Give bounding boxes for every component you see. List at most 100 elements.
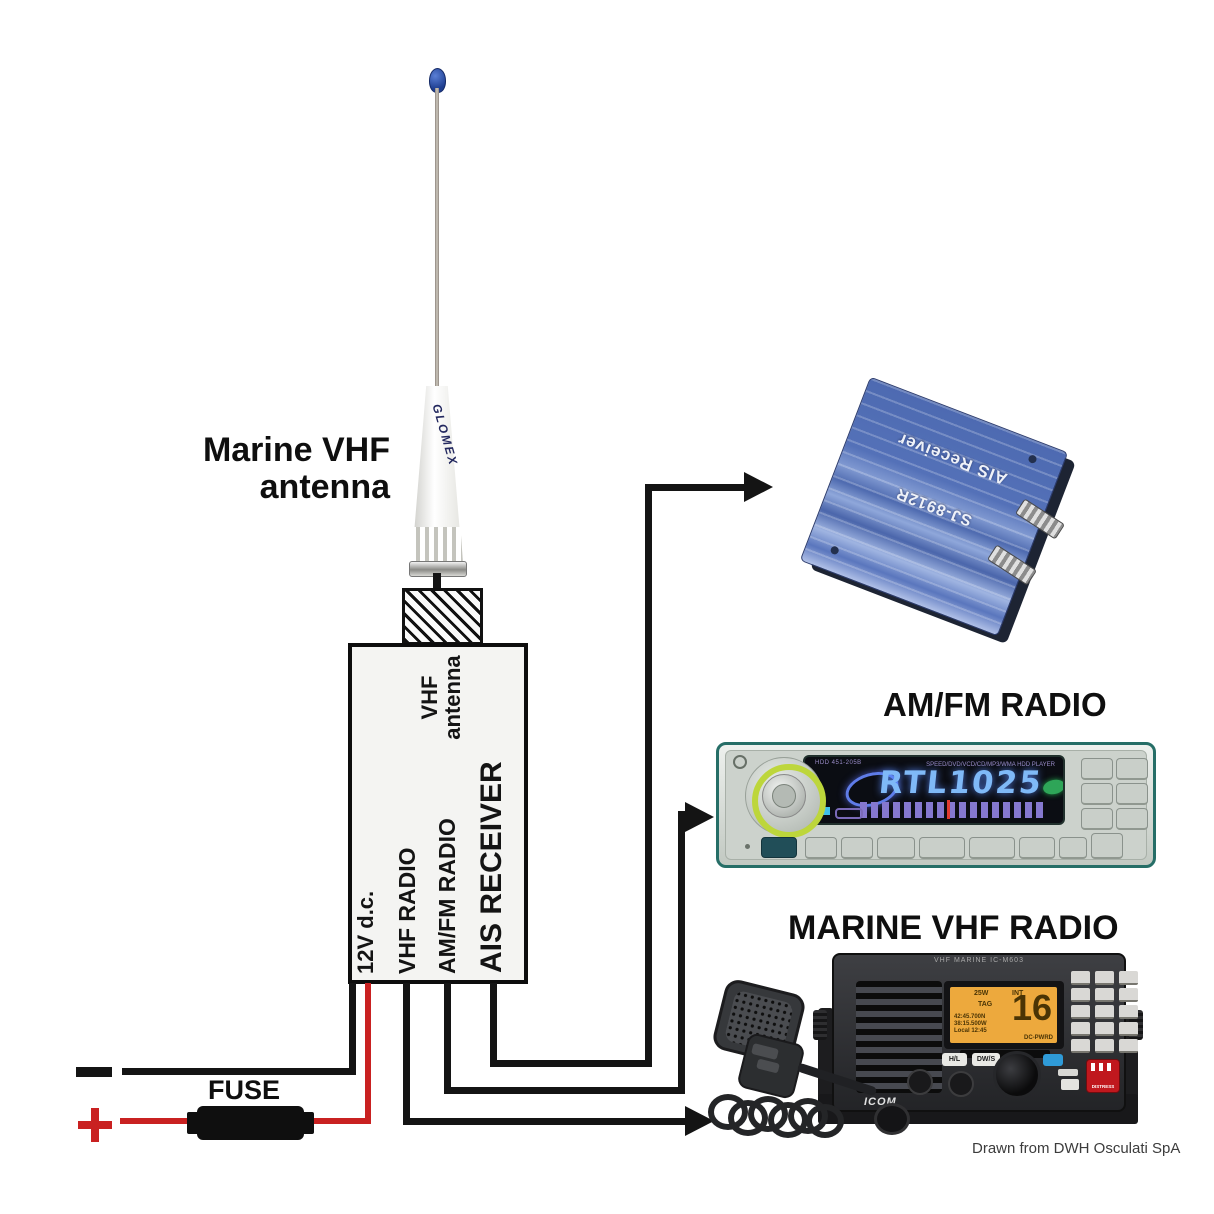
vhf-btn-hl: H/L (942, 1053, 967, 1066)
stereo-power-button (772, 784, 796, 808)
stereo-display: HDD 451-205B SPEED/DVD/VCD/CD/MP3/WMA HD… (803, 755, 1065, 825)
antenna-feed-stub (433, 573, 441, 590)
vhf-bracket-knob-left (813, 1010, 827, 1040)
minus-symbol (76, 1067, 112, 1077)
vhf-radio-body: VHF MARINE IC-M603 ICOM 25W INT TAG 16 4… (832, 953, 1138, 1135)
stereo-display-banner: SPEED/DVD/VCD/CD/MP3/WMA HDD PLAYER (926, 762, 1055, 768)
amfm-title: AM/FM RADIO (883, 686, 1107, 723)
stereo-knob-lime-ring (752, 764, 826, 838)
vhf-key (1071, 971, 1090, 985)
stereo-btn-up (1081, 783, 1113, 805)
vhf-keypad (1071, 971, 1141, 1057)
wire-amfm-horizontal (444, 1087, 685, 1094)
splitter-antenna-port-label: VHF antenna (417, 650, 465, 745)
splitter-antenna-port-line1: VHF (417, 675, 442, 720)
wire-positive-vertical (365, 983, 371, 1123)
vhf-distress-label: DISTRESS (1091, 1084, 1115, 1089)
wire-ais-horizontal-low (490, 1060, 652, 1067)
splitter-antenna-port-line2: antenna (440, 655, 465, 740)
vhf-channel-knob (993, 1051, 1041, 1099)
wire-vhf-horizontal (403, 1118, 687, 1125)
ais-unit-screw (829, 545, 840, 556)
vhf-key (1071, 1022, 1090, 1036)
antenna-whip (435, 88, 439, 388)
stereo-reset-dot (745, 844, 750, 849)
ais-unit-screw (1027, 453, 1038, 465)
vhf-key (1095, 988, 1114, 1002)
stereo-display-model: HDD 451-205B (815, 760, 862, 766)
stereo-btn-6 (1019, 837, 1055, 859)
amfm-radio-unit: HDD 451-205B SPEED/DVD/VCD/CD/MP3/WMA HD… (716, 742, 1156, 868)
stereo-btn-2 (841, 837, 873, 859)
vhf-key (1119, 988, 1138, 1002)
arrow-to-ais-unit (744, 472, 773, 502)
vhf-lcd-position: 42:45.700N 38:15.500W Local 12:45 (954, 1014, 987, 1035)
vhf-lcd: 25W INT TAG 16 42:45.700N 38:15.500W Loc… (950, 987, 1057, 1043)
vhf-title: MARINE VHF RADIO (788, 909, 1119, 947)
vhf-key (1071, 988, 1090, 1002)
wire-amfm-vertical (444, 983, 451, 1094)
vhf-key (1119, 971, 1138, 985)
stereo-btn-mute (1081, 758, 1113, 780)
deck-gland-block (402, 588, 483, 645)
vhf-mic-socket (874, 1103, 910, 1135)
stereo-btn-disp (1081, 808, 1113, 830)
splitter-title-label: AIS RECEIVER (475, 761, 508, 973)
stereo-green-indicator (1041, 777, 1063, 797)
stereo-eject-icon (733, 755, 747, 769)
vhf-key (1119, 1039, 1138, 1053)
wire-negative-horizontal (122, 1068, 356, 1075)
stereo-btn-band (1116, 758, 1148, 780)
fuse-body (197, 1106, 304, 1140)
vhf-lcd-time: Local 12:45 (954, 1028, 987, 1034)
splitter-port-power-label: 12V d.c. (353, 890, 378, 974)
vhf-btn-dw: DW/S (972, 1053, 1000, 1066)
antenna-title-line2: antenna (259, 468, 390, 506)
vhf-key (1071, 1039, 1090, 1053)
stereo-frequency-readout: RTL1025 (877, 765, 1045, 801)
vhf-lcd-power: 25W (974, 990, 989, 997)
fuse-label: FUSE (208, 1075, 281, 1105)
vhf-lcd-mode: INT (1012, 990, 1024, 997)
splitter-port-vhf-label: VHF RADIO (394, 847, 420, 975)
vhf-model-label: VHF MARINE IC-M603 (934, 957, 1024, 964)
wire-ais-vertical (490, 983, 497, 1067)
wire-negative-vertical (349, 983, 356, 1075)
stereo-btn-down (1116, 783, 1148, 805)
vhf-lcd-tag: TAG (978, 1001, 993, 1008)
wire-amfm-up (678, 811, 685, 1094)
vhf-key (1095, 1005, 1114, 1019)
vhf-lcd-lat: 42:45.700N (954, 1014, 986, 1020)
vhf-lcd-lon: 38:15.500W (954, 1021, 987, 1027)
stereo-btn-7 (1059, 837, 1087, 859)
caption: Drawn from DWH Osculati SpA (972, 1140, 1181, 1157)
antenna-title: Marine VHF antenna (190, 432, 390, 506)
antenna-title-line1: Marine VHF (202, 431, 390, 469)
arrow-to-amfm-radio (685, 802, 714, 832)
stereo-btn-4 (919, 837, 965, 859)
stereo-btn-5 (969, 837, 1015, 859)
stereo-spectrum-marker (947, 800, 950, 819)
wire-vhf-vertical (403, 983, 410, 1125)
vhf-volume-knob (907, 1069, 933, 1095)
vhf-distress-stripes (1091, 1063, 1115, 1071)
vhf-key (1095, 971, 1114, 985)
vhf-lcd-status: DC-PWRD (1024, 1035, 1053, 1041)
antenna-collar-nut (411, 527, 463, 563)
vhf-key (1119, 1005, 1138, 1019)
stereo-btn-3 (877, 837, 915, 859)
stereo-mode-indicator (835, 808, 863, 819)
vhf-radio-unit: VHF MARINE IC-M603 ICOM 25W INT TAG 16 4… (813, 948, 1143, 1135)
wire-ais-up (645, 484, 652, 1067)
splitter-port-amfm-label: AM/FM RADIO (434, 818, 460, 974)
stereo-btn-1 (805, 837, 837, 859)
vhf-lcd-channel: 16 (1011, 987, 1052, 1028)
vhf-key (1071, 1005, 1090, 1019)
wire-ais-horizontal-top (645, 484, 746, 491)
vhf-squelch-knob (948, 1071, 974, 1097)
splitter-box (348, 643, 528, 984)
vhf-btn-power-strip (1058, 1069, 1078, 1076)
vhf-key (1095, 1039, 1114, 1053)
stereo-spectrum-bars (860, 802, 1046, 818)
